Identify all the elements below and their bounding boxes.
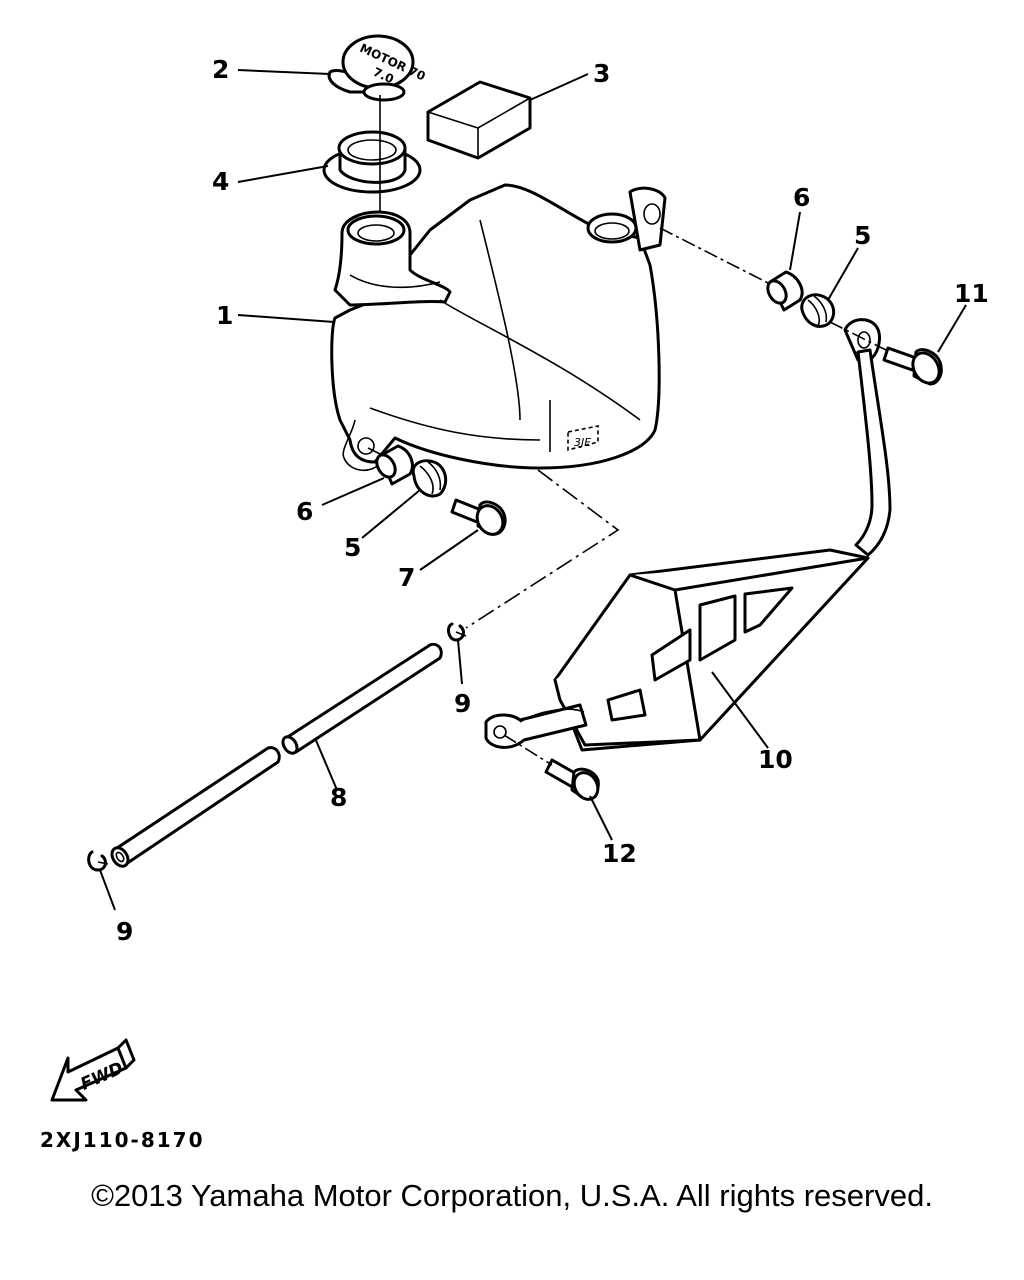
parts-diagram: 3JE MOTOR 70 7.0	[50, 34, 989, 1102]
callout-5-left: 5	[344, 533, 361, 562]
bolt-12	[544, 758, 600, 801]
bracket	[484, 318, 892, 752]
grommet-left	[411, 459, 448, 498]
callout-1: 1	[216, 301, 233, 330]
callout-11: 11	[954, 279, 989, 308]
copyright-notice: ©2013 Yamaha Motor Corporation, U.S.A. A…	[91, 1178, 933, 1213]
bolt-7	[450, 498, 507, 536]
callout-12: 12	[602, 839, 637, 868]
leader-lines	[99, 69, 967, 911]
fwd-arrow-icon: FWD	[50, 1038, 136, 1102]
callout-6-left: 6	[296, 497, 313, 526]
grommet-right	[800, 293, 836, 328]
clip-upper	[447, 622, 467, 642]
callout-9-upper: 9	[454, 689, 471, 718]
clip-lower	[87, 850, 109, 872]
callout-5-right: 5	[854, 221, 871, 250]
collar-right	[766, 270, 804, 312]
callout-4: 4	[212, 167, 229, 196]
callout-10: 10	[758, 745, 793, 774]
bolt-11	[882, 346, 943, 386]
callout-3: 3	[593, 59, 610, 88]
pad	[426, 80, 532, 160]
collar-left	[375, 444, 414, 486]
callout-6-right: 6	[793, 183, 810, 212]
callout-2: 2	[212, 55, 229, 84]
fuel-cap: MOTOR 70 7.0	[327, 34, 428, 102]
fuel-hose	[110, 642, 443, 868]
callout-8: 8	[330, 783, 347, 812]
fuel-tank: 3JE	[330, 183, 667, 471]
callout-7: 7	[398, 563, 415, 592]
callout-9-lower: 9	[116, 917, 133, 946]
diagram-code: 2XJ110-8170	[40, 1128, 205, 1152]
filler-ring	[322, 130, 422, 194]
tank-mark: 3JE	[574, 436, 591, 449]
